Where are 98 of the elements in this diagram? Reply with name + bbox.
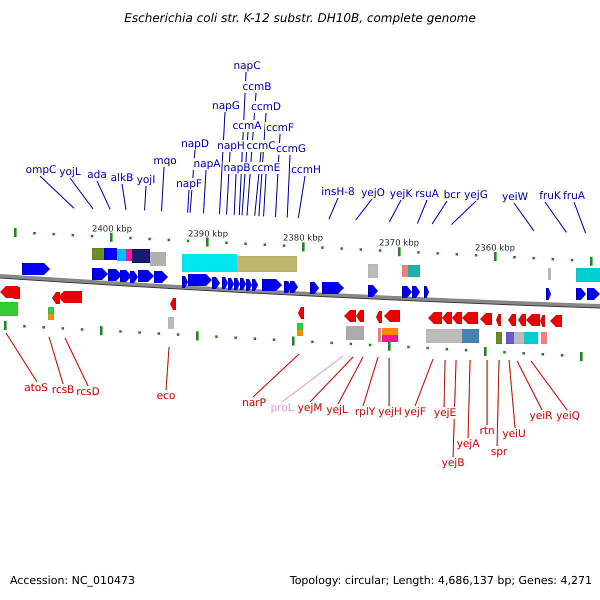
gene-label: yejL bbox=[325, 404, 349, 416]
leader-line bbox=[328, 198, 338, 220]
leader-line bbox=[286, 154, 290, 218]
leader-line bbox=[40, 176, 74, 209]
leader-line bbox=[486, 360, 488, 426]
scale-label: 2360 kbp bbox=[474, 244, 516, 254]
leader-line bbox=[160, 166, 164, 212]
leader-line bbox=[187, 190, 190, 214]
gene-label: yejA bbox=[456, 438, 480, 450]
leader-line bbox=[496, 360, 500, 446]
scale-label: 2370 kbp bbox=[378, 240, 420, 249]
leader-line bbox=[70, 178, 94, 210]
gene-label: ccmD bbox=[250, 101, 282, 113]
gene-label: rcsD bbox=[75, 386, 101, 398]
leader-line bbox=[218, 112, 226, 215]
gene-label: yeiW bbox=[501, 191, 529, 203]
leader-line bbox=[574, 202, 586, 234]
gene-label: ccmE bbox=[250, 162, 282, 174]
gene-label: eco bbox=[156, 390, 176, 402]
leader-line bbox=[362, 356, 378, 406]
leader-line bbox=[48, 336, 64, 384]
gene-label: ccmC bbox=[245, 140, 277, 152]
gene-label: napA bbox=[192, 158, 222, 170]
leader-line bbox=[514, 202, 534, 232]
gene-label: rsuA bbox=[414, 188, 440, 200]
gene-label: bcr bbox=[442, 189, 462, 201]
scale-label: 2390 kbp bbox=[188, 230, 228, 240]
leader-line bbox=[452, 360, 456, 458]
gene-label: napD bbox=[180, 138, 210, 150]
leader-line bbox=[202, 170, 206, 214]
gene-label: fruK bbox=[538, 190, 562, 202]
leader-line bbox=[432, 200, 448, 225]
leader-line bbox=[310, 356, 354, 402]
accession-text: Accession: NC_010473 bbox=[10, 575, 136, 587]
leader-line bbox=[516, 360, 542, 410]
leader-line bbox=[144, 186, 146, 211]
gene-label: yejH bbox=[377, 406, 403, 418]
title: Escherichia coli str. K-12 substr. DH10B, complete genome bbox=[124, 12, 476, 24]
gene-label: yejB bbox=[440, 457, 466, 469]
gene-label: napG bbox=[211, 100, 241, 112]
leader-line bbox=[298, 176, 306, 218]
gene-label: yejK bbox=[388, 188, 414, 200]
leader-line bbox=[166, 346, 170, 390]
leader-line bbox=[544, 202, 567, 233]
gene-label: ompC bbox=[24, 164, 58, 176]
gene-label: ccmA bbox=[232, 120, 262, 132]
scale-label: 2380 kbp bbox=[282, 234, 324, 244]
leader-line bbox=[122, 184, 126, 210]
leader-line bbox=[414, 358, 434, 406]
leader-line bbox=[282, 356, 344, 402]
gene-label: yeiR bbox=[528, 410, 554, 422]
gene-label: spr bbox=[490, 446, 508, 458]
gene-label: napF bbox=[175, 178, 203, 190]
leader-line bbox=[388, 200, 402, 222]
leader-line bbox=[388, 358, 390, 406]
gene-label: rtn bbox=[478, 425, 496, 437]
leader-line bbox=[64, 338, 88, 386]
leader-line bbox=[450, 200, 476, 226]
gene-label: napH bbox=[216, 140, 246, 152]
gene-label: ada bbox=[86, 169, 108, 181]
gene-label: yeiU bbox=[501, 428, 527, 440]
gene-label: rcsB bbox=[50, 384, 76, 396]
gene-label: ccmG bbox=[275, 143, 307, 155]
gene-label: yejG bbox=[463, 189, 489, 201]
leader-line bbox=[355, 198, 372, 220]
leader-line bbox=[468, 360, 470, 438]
gene-label: yejM bbox=[296, 402, 324, 414]
leader-line bbox=[263, 174, 266, 217]
leader-line bbox=[252, 354, 300, 398]
gene-label: yejF bbox=[403, 406, 427, 418]
leader-line bbox=[508, 360, 516, 428]
gene-label: narP bbox=[241, 397, 267, 409]
gene-label: yojI bbox=[136, 174, 156, 186]
leader-line bbox=[96, 180, 111, 210]
leader-line bbox=[444, 360, 446, 408]
leader-line bbox=[234, 174, 236, 216]
gene-label: atoS bbox=[23, 382, 49, 394]
gene-label: rplY bbox=[354, 406, 376, 418]
leader-line bbox=[530, 360, 568, 410]
leader-line bbox=[338, 356, 364, 404]
gene-label: fruA bbox=[562, 190, 586, 202]
gene-label: napC bbox=[232, 60, 262, 72]
gene-label: ccmF bbox=[265, 122, 295, 134]
gene-label: ccmH bbox=[290, 164, 322, 176]
gene-label: napB bbox=[222, 162, 252, 174]
gene-label: yejO bbox=[360, 187, 386, 199]
gene-label: proL bbox=[269, 402, 295, 414]
leader-line bbox=[6, 332, 38, 382]
gene-label: yejE bbox=[432, 407, 458, 419]
scale-label: 2400 kbp bbox=[92, 225, 132, 234]
gene-label: yeiQ bbox=[555, 410, 581, 422]
gene-label: insH-8 bbox=[320, 186, 356, 198]
gene-label: ccmB bbox=[242, 81, 272, 93]
leader-line bbox=[416, 200, 428, 224]
gene-label: yojL bbox=[58, 166, 82, 178]
gene-label: mqo bbox=[152, 155, 178, 167]
genome-summary-text: Topology: circular; Length: 4,686,137 bp; Genes: 4,271 bbox=[290, 575, 592, 587]
gene-label: alkB bbox=[110, 172, 134, 184]
